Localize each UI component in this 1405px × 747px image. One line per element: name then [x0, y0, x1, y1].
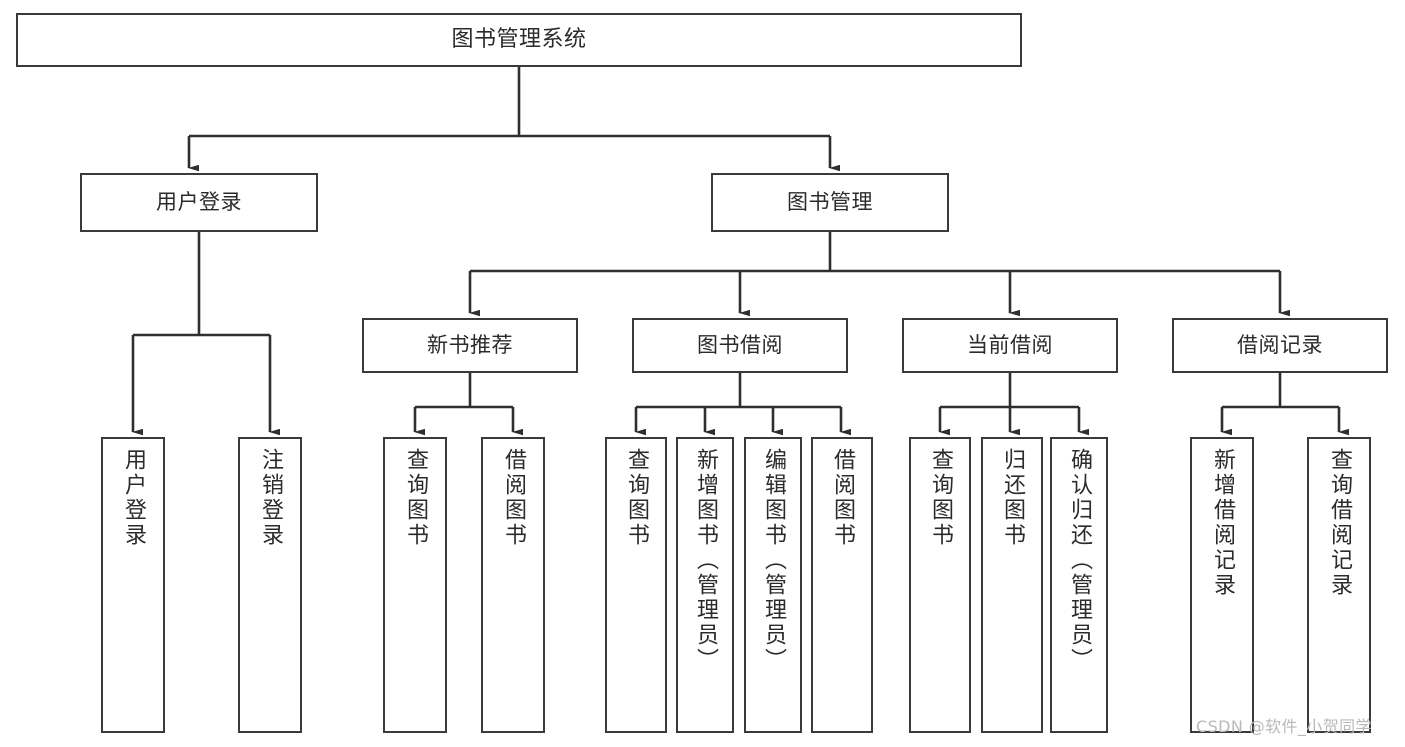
node-leaf-user-login[interactable]: 用户登录 — [101, 437, 165, 733]
node-borrow-record[interactable]: 借阅记录 — [1172, 318, 1388, 373]
node-label: 查询图书 — [624, 448, 649, 548]
watermark: CSDN @软件_小贺同学 — [1196, 717, 1372, 736]
node-leaf-query-book-borrow[interactable]: 查询图书 — [605, 437, 667, 733]
node-user-login[interactable]: 用户登录 — [80, 173, 318, 232]
node-label: 借阅记录 — [1237, 333, 1323, 358]
node-leaf-add-book-admin[interactable]: 新增图书（管理员） — [676, 437, 734, 733]
node-label: 用户登录 — [156, 190, 242, 215]
node-label: 图书管理 — [787, 190, 873, 215]
node-leaf-confirm-return-admin[interactable]: 确认归还（管理员） — [1050, 437, 1108, 733]
node-leaf-borrow-book-borrow[interactable]: 借阅图书 — [811, 437, 873, 733]
node-label: 图书管理系统 — [451, 27, 587, 53]
node-label: 借阅图书 — [501, 448, 526, 548]
node-leaf-query-book-current[interactable]: 查询图书 — [909, 437, 971, 733]
node-label: 借阅图书 — [830, 448, 855, 548]
node-current-borrow[interactable]: 当前借阅 — [902, 318, 1118, 373]
node-new-book-recommend[interactable]: 新书推荐 — [362, 318, 578, 373]
node-label: 归还图书 — [1000, 448, 1025, 548]
node-label: 查询借阅记录 — [1327, 448, 1352, 598]
node-label: 当前借阅 — [967, 333, 1053, 358]
node-label: 新增图书（管理员） — [693, 448, 718, 673]
node-root-system[interactable]: 图书管理系统 — [16, 13, 1022, 67]
node-book-borrow[interactable]: 图书借阅 — [632, 318, 848, 373]
node-label: 确认归还（管理员） — [1067, 448, 1092, 673]
node-leaf-add-borrow-record[interactable]: 新增借阅记录 — [1190, 437, 1254, 733]
node-label: 查询图书 — [928, 448, 953, 548]
node-leaf-return-book[interactable]: 归还图书 — [981, 437, 1043, 733]
node-label: 新书推荐 — [427, 333, 513, 358]
node-book-management[interactable]: 图书管理 — [711, 173, 949, 232]
node-label: 查询图书 — [403, 448, 428, 548]
node-leaf-logout[interactable]: 注销登录 — [238, 437, 302, 733]
node-leaf-borrow-book-newbook[interactable]: 借阅图书 — [481, 437, 545, 733]
node-leaf-edit-book-admin[interactable]: 编辑图书（管理员） — [744, 437, 802, 733]
node-label: 注销登录 — [258, 448, 283, 548]
node-label: 图书借阅 — [697, 333, 783, 358]
node-leaf-query-borrow-record[interactable]: 查询借阅记录 — [1307, 437, 1371, 733]
node-label: 新增借阅记录 — [1210, 448, 1235, 598]
node-leaf-query-book-newbook[interactable]: 查询图书 — [383, 437, 447, 733]
node-label: 编辑图书（管理员） — [761, 448, 786, 673]
node-label: 用户登录 — [121, 448, 146, 548]
